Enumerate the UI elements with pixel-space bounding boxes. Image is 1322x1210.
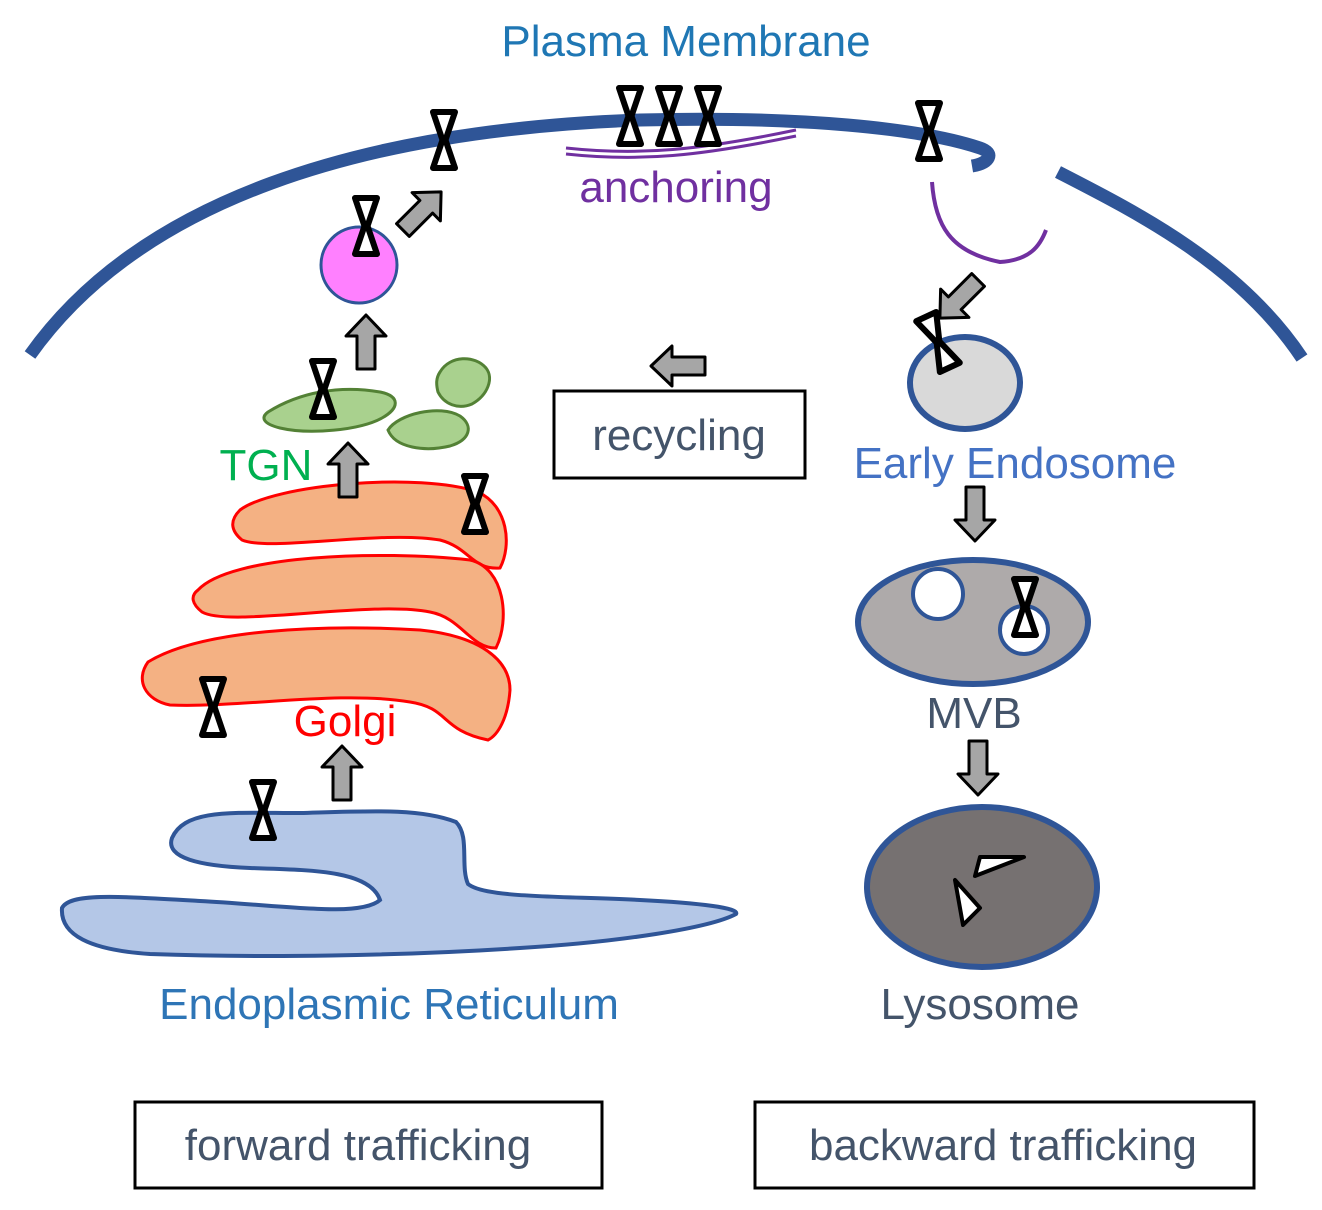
plasma-membrane <box>24 112 996 359</box>
golgi-cisterna-2 <box>191 553 505 650</box>
early-endosome-label: Early Endosome <box>854 439 1177 488</box>
transporter-icon <box>252 782 274 838</box>
plasma-membrane-right <box>1055 166 1308 362</box>
transporter-icon <box>202 679 224 735</box>
endocytic-pit <box>930 181 1048 265</box>
arrow-icon <box>344 313 388 371</box>
arrow-icon <box>956 739 1000 797</box>
er-label: Endoplasmic Reticulum <box>159 980 619 1029</box>
protease-icon <box>973 855 1026 878</box>
backward-trafficking-label: backward trafficking <box>809 1121 1197 1170</box>
arrow-icon <box>387 176 457 246</box>
secretory-vesicle <box>319 225 399 305</box>
intraluminal-vesicle-1 <box>911 567 965 621</box>
plasma-membrane-label: Plasma Membrane <box>501 17 870 66</box>
backward-trafficking-box <box>753 1100 1256 1190</box>
lysosome-label: Lysosome <box>881 980 1080 1029</box>
endoplasmic-reticulum <box>59 809 739 958</box>
lysosome <box>864 804 1100 970</box>
golgi-label: Golgi <box>294 697 397 746</box>
anchoring-scaffold <box>565 128 797 153</box>
mvb-label: MVB <box>926 689 1021 738</box>
arrow-icon <box>320 744 364 802</box>
protease-icon <box>953 878 982 927</box>
tgn-cisterna-2 <box>386 409 470 451</box>
recycling-box <box>552 389 807 480</box>
arrow-icon <box>649 344 707 388</box>
recycling-label: recycling <box>592 411 766 460</box>
multivesicular-body <box>855 557 1091 687</box>
tgn-label: TGN <box>220 441 313 490</box>
early-endosome <box>907 334 1023 432</box>
forward-trafficking-box <box>133 1100 604 1190</box>
arrow-icon <box>953 485 997 543</box>
tgn-cisterna-3 <box>435 357 491 408</box>
forward-trafficking-label: forward trafficking <box>185 1121 531 1170</box>
golgi-cisterna-3 <box>140 626 512 742</box>
anchoring-label: anchoring <box>579 163 772 212</box>
